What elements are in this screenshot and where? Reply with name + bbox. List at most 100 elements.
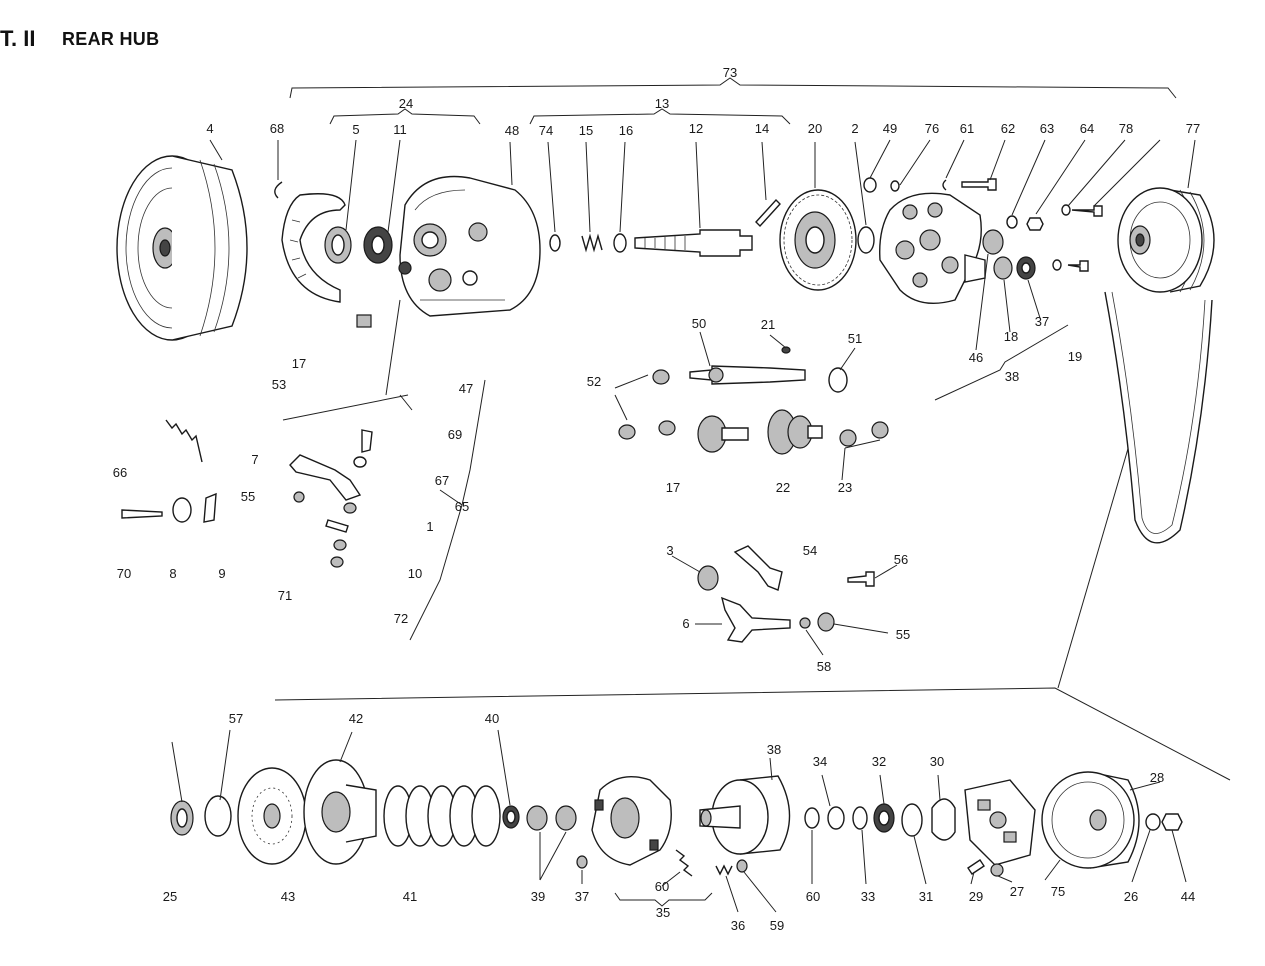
brace-73 (289, 77, 1177, 99)
part-52-ring (828, 367, 848, 393)
callout-7: 7 (251, 452, 258, 467)
callout-56: 56 (894, 552, 908, 567)
part-15-spring (581, 233, 603, 253)
callout-64: 64 (1080, 121, 1094, 136)
callout-67: 67 (435, 473, 449, 488)
brace-19 (934, 324, 1069, 401)
brace-1 (409, 379, 486, 641)
part-11-bearings (324, 226, 393, 264)
callout-69: 69 (448, 427, 462, 442)
part-62-bolt (961, 178, 997, 191)
part-64-nut (1026, 217, 1044, 231)
diagram-title: REAR HUB (62, 29, 160, 49)
callout-49: 49 (883, 121, 897, 136)
part-67-washer (293, 491, 305, 503)
callout-54: 54 (803, 543, 817, 558)
callout-1: 1 (426, 519, 433, 534)
callout-41: 41 (403, 889, 417, 904)
part-12-shaft (634, 229, 753, 257)
part-59-spring (715, 864, 733, 876)
callout-16: 16 (619, 123, 633, 138)
callout-42: 42 (349, 711, 363, 726)
part-21-layshaft (689, 365, 806, 385)
callout-37: 37 (1035, 314, 1049, 329)
leader-3 (385, 299, 401, 396)
part-46-pulley (1117, 187, 1215, 293)
callout-57: 57 (229, 711, 243, 726)
part-66-washer (353, 456, 367, 468)
callout-24: 24 (399, 96, 413, 111)
part-27-bolt (967, 859, 985, 875)
callout-5: 5 (352, 122, 359, 137)
part-17-bush-c (658, 420, 676, 436)
callout-17: 17 (666, 480, 680, 495)
part-60-pin-b (736, 859, 748, 873)
part-6-bolt (847, 571, 875, 587)
callout-58: 58 (817, 659, 831, 674)
callout-60: 60 (655, 879, 669, 894)
brace-36 (614, 892, 713, 907)
part-39-spring (383, 785, 501, 847)
part-54-spring (697, 565, 719, 591)
part-10-plate (203, 492, 217, 523)
part-45-nut (1161, 813, 1183, 831)
brace-13 (529, 108, 791, 125)
part-63-washer (1006, 215, 1018, 229)
part-18-bearing (982, 229, 1004, 255)
part-4-brake-drum (116, 155, 248, 341)
part-57-plug (817, 612, 835, 632)
callout-50: 50 (692, 316, 706, 331)
callout-78: 78 (1119, 121, 1133, 136)
part-34-drum (699, 775, 791, 855)
callout-51: 51 (848, 331, 862, 346)
part-16-washer (613, 233, 627, 253)
part-17-bush-d (839, 429, 857, 447)
part-32-washer (827, 806, 845, 830)
callout-73: 73 (723, 65, 737, 80)
callout-32: 32 (872, 754, 886, 769)
callout-34: 34 (813, 754, 827, 769)
callout-55: 55 (896, 627, 910, 642)
callout-28: 28 (1150, 770, 1164, 785)
callout-43: 43 (281, 889, 295, 904)
part-29-seal (901, 803, 923, 837)
callout-46: 46 (969, 350, 983, 365)
part-55-lever (289, 454, 362, 501)
part-56-fork (733, 545, 783, 591)
brace-24 (329, 108, 481, 125)
part-8-pin (121, 509, 163, 519)
part-23-gear-cluster (767, 409, 823, 455)
part-77-bolt (1071, 205, 1103, 217)
callout-20: 20 (808, 121, 822, 136)
callout-6: 6 (682, 616, 689, 631)
callout-48: 48 (505, 123, 519, 138)
callout-61: 61 (960, 121, 974, 136)
part-51-pin (781, 346, 791, 354)
callout-59: 59 (770, 918, 784, 933)
callout-44: 44 (1181, 889, 1195, 904)
part-76-washer (890, 180, 900, 192)
section-divider (274, 687, 1231, 781)
part-78-washer (1061, 204, 1071, 216)
part-36-clutch-drum (591, 776, 672, 866)
part-72-nut (330, 556, 344, 568)
callout-65: 65 (455, 499, 469, 514)
callout-39: 39 (531, 889, 545, 904)
callout-38: 38 (1005, 369, 1019, 384)
part-17-bush-b (618, 424, 636, 440)
part-58-selector (720, 596, 791, 643)
part-33-washer (804, 807, 820, 829)
callout-37: 37 (575, 889, 589, 904)
callout-60: 60 (806, 889, 820, 904)
part-60-pin-a (576, 855, 588, 869)
part-35-spring (675, 849, 693, 877)
part-17-bush-a (652, 369, 670, 385)
callout-9: 9 (218, 566, 225, 581)
part-48-casing (398, 175, 541, 317)
callout-2: 2 (851, 121, 858, 136)
callout-13: 13 (655, 96, 669, 111)
part-50-belt (1104, 291, 1213, 544)
part-68-clip (274, 181, 283, 199)
